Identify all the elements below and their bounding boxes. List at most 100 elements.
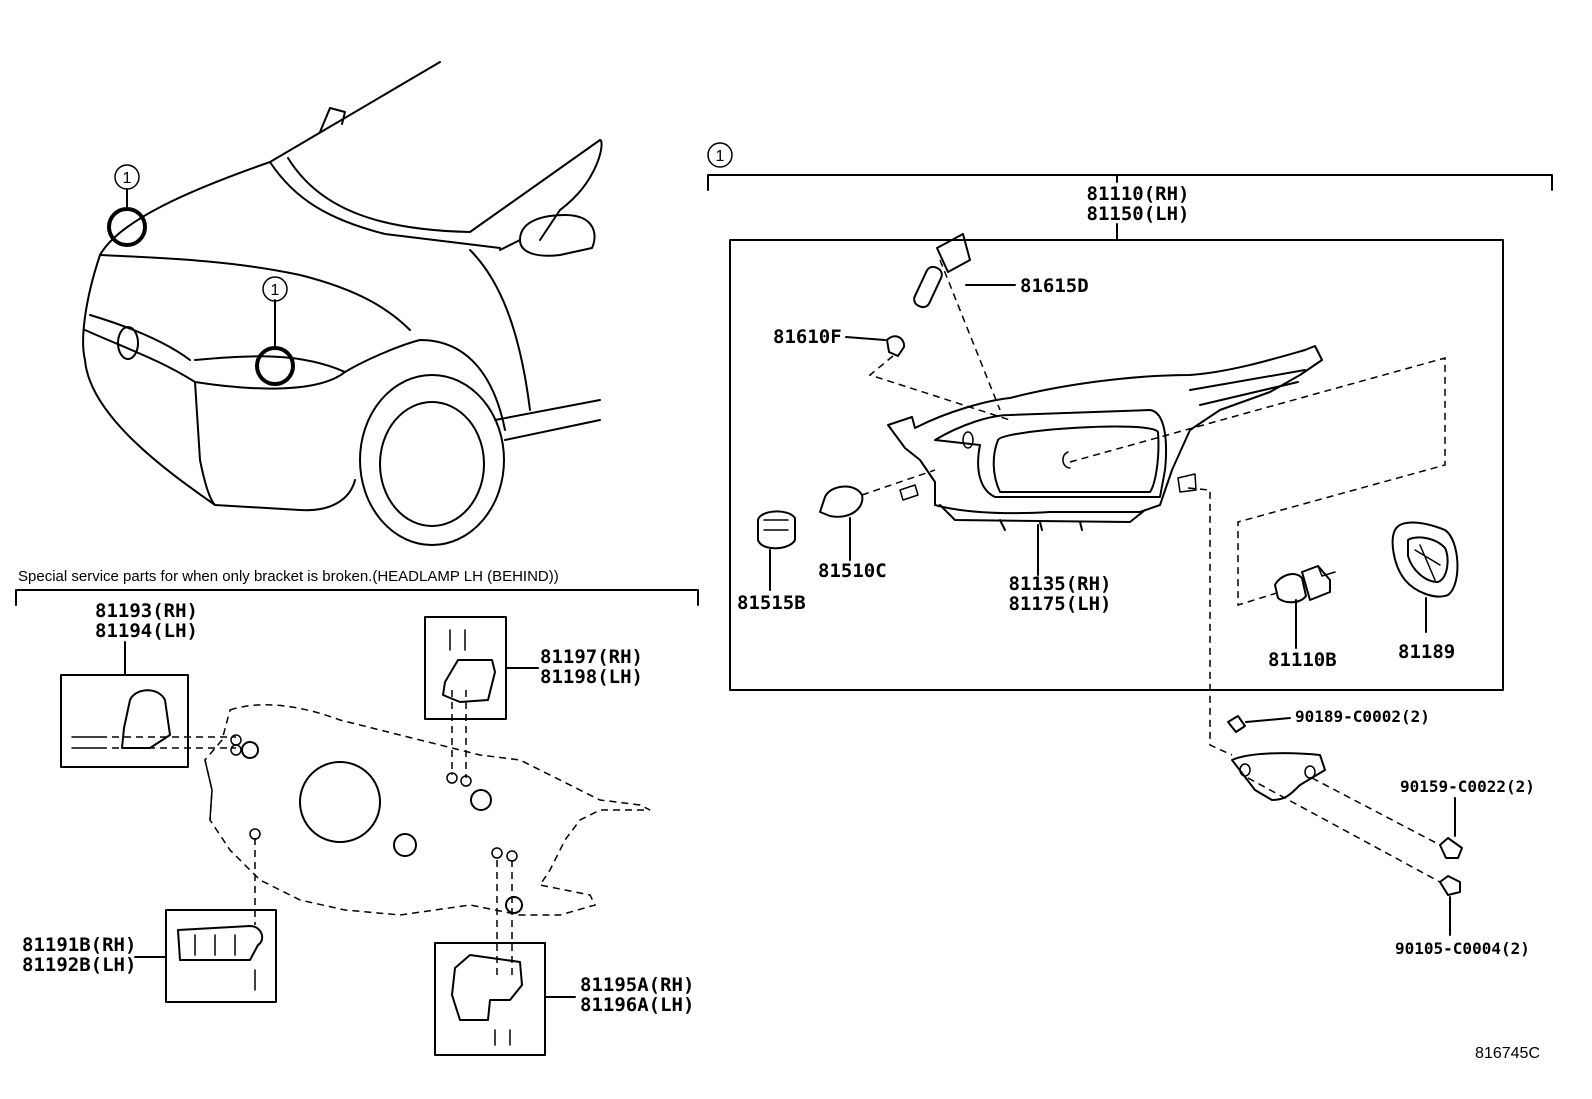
headlamp-lower-line: [194, 355, 346, 373]
fastener-group: 90189-C0002(2) 90159-C0022(2) 90105-C000…: [1187, 487, 1535, 958]
back-view-hole-lower: [505, 896, 523, 914]
bulb-81615d-base: [936, 233, 971, 273]
lower-bracket-hole-left: [1239, 763, 1251, 777]
hood-left-edge: [99, 161, 271, 256]
figure-code: 816745C: [1475, 1045, 1540, 1062]
bracket-81197-screws: [449, 629, 466, 651]
label-81615d: 81615D: [1020, 275, 1089, 297]
dash-bracket-link: [1187, 487, 1233, 756]
bracket-81193-screws: [71, 736, 101, 749]
housing-tab-left: [899, 484, 919, 501]
side-sill-lower: [504, 419, 601, 441]
dash-81197: [451, 690, 467, 778]
leader-90189: [1245, 717, 1291, 723]
hood-crease: [99, 254, 411, 331]
bulb-81510c: [819, 485, 864, 518]
label-81110b: 81110B: [1268, 649, 1337, 671]
windshield-base: [269, 161, 501, 249]
bulb-81110b-tab: [1317, 565, 1336, 577]
service-parts-group: Special service parts for when only brac…: [15, 568, 699, 1056]
cover-81189-ribs: [1414, 544, 1441, 581]
back-view-small-port: [393, 833, 417, 857]
assembly-callout-circle: [707, 142, 733, 168]
dash-81195a: [496, 860, 513, 975]
grille-top: [194, 371, 346, 390]
assembly-box: [729, 239, 1504, 691]
bracket-81195a-nut-1: [491, 847, 503, 859]
label-81196a-lh: 81196A(LH): [580, 994, 694, 1016]
label-81150-lh: 81150(LH): [1087, 203, 1190, 225]
fascia-vertical: [84, 329, 216, 506]
label-81515b: 81515B: [737, 592, 806, 614]
bracket-81193-part: [121, 689, 171, 749]
bracket-81197-nut-2: [460, 775, 472, 787]
housing-bottom: [939, 504, 1146, 523]
label-81197-rh: 81197(RH): [540, 646, 643, 668]
label-90105: 90105-C0004(2): [1395, 939, 1530, 958]
front-tire: [359, 374, 505, 546]
lower-bracket-hole-right: [1304, 765, 1316, 779]
callout-number-lh: 1: [271, 282, 280, 299]
back-view-hole-mid: [470, 789, 492, 811]
label-81510c: 81510C: [818, 560, 887, 582]
bulb-81615d-glass: [913, 265, 943, 309]
leader-81610f: [845, 336, 886, 341]
housing-hole: [962, 431, 974, 449]
dash-90105: [1247, 777, 1441, 883]
bracket-81193-nut-2: [230, 744, 242, 756]
cover-81189-outer: [1391, 521, 1459, 598]
dash-81615d: [939, 259, 1001, 411]
fog-lamp: [117, 326, 139, 360]
box-81195a: [434, 942, 546, 1056]
a-pillar: [469, 249, 531, 411]
headlamp-assembly-group: 1 81110(RH) 81150(LH) 81615D: [707, 142, 1553, 691]
label-81135-rh: 81135(RH): [1009, 573, 1112, 595]
label-81192b-lh: 81192B(LH): [22, 954, 136, 976]
label-81189: 81189: [1398, 641, 1455, 663]
headlamp-lh-marker: [255, 346, 295, 386]
window-line: [539, 139, 603, 241]
label-90159: 90159-C0022(2): [1400, 777, 1535, 796]
callout-circle-lh: [262, 276, 288, 302]
bracket-81191b-ribs: [194, 934, 236, 956]
bracket-81195a-part: [451, 954, 523, 1021]
label-81195a-rh: 81195A(RH): [580, 974, 694, 996]
headlamp-housing: [887, 345, 1323, 531]
bumper-outline: [82, 254, 356, 512]
dash-81193: [100, 736, 236, 749]
drl-strip: [1189, 369, 1306, 406]
bracket-81191b-part: [177, 925, 264, 961]
dash-81610f: [868, 355, 1011, 421]
back-view-edge: [204, 759, 213, 821]
bracket-81197-nut-1: [446, 772, 458, 784]
housing-tab-right: [1177, 473, 1197, 493]
socket-81515b: [757, 510, 796, 550]
service-note: Special service parts for when only brac…: [18, 568, 559, 585]
mirror-arm: [499, 239, 521, 251]
car-front-illustration: 1 1: [82, 61, 603, 546]
front-wheel: [379, 401, 485, 527]
bolt-90159: [1439, 837, 1463, 859]
lens-outline: [934, 409, 1168, 498]
clip-90189: [1227, 715, 1246, 733]
screw-90105: [1439, 875, 1461, 896]
label-81610f: 81610F: [773, 326, 842, 348]
assembly-bracket-line: [707, 174, 1553, 191]
service-bracket-line: [15, 589, 699, 606]
fender-arch-top: [344, 339, 506, 431]
bracket-81191b-nut: [249, 828, 261, 840]
callout-number-rh: 1: [123, 170, 132, 187]
roof-line: [269, 61, 441, 163]
fog-area-line: [89, 314, 191, 361]
assembly-callout-number: 1: [716, 148, 725, 165]
lower-bracket: [1231, 752, 1326, 801]
dash-90159: [1311, 777, 1441, 846]
back-view-hole-upper: [241, 741, 259, 759]
windshield-frame: [287, 139, 601, 233]
label-81193-rh: 81193(RH): [95, 600, 198, 622]
label-81110-rh: 81110(RH): [1087, 183, 1190, 205]
box-81191b: [165, 909, 277, 1003]
bulb-81110b-base: [1301, 565, 1331, 601]
dash-81110b: [1069, 357, 1446, 607]
